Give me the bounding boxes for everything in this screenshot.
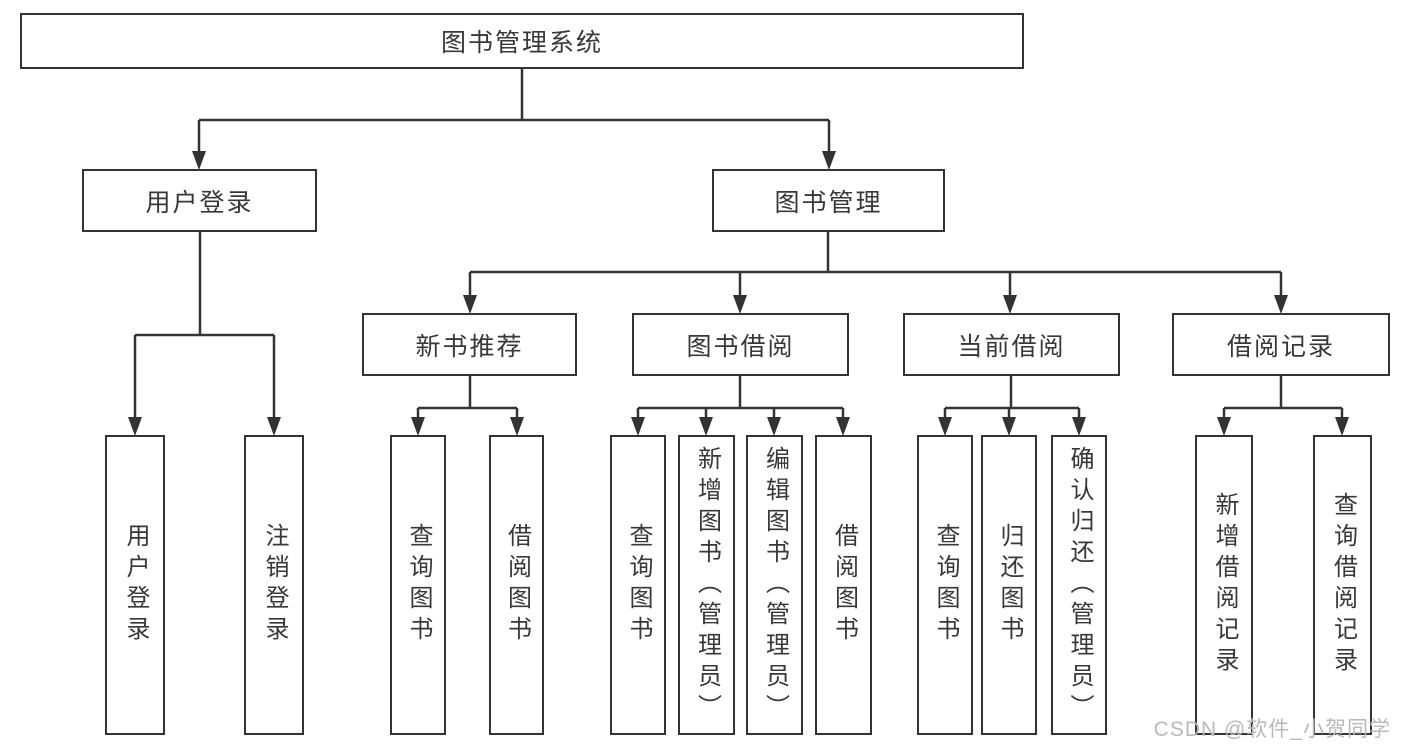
leaf-confirm-return-admin: 确认归还（管理员）: [1051, 435, 1107, 735]
node-label: 用户登录: [145, 188, 254, 217]
node-label: 新书推荐: [415, 332, 524, 361]
leaf-user-login: 用户登录: [105, 435, 165, 735]
node-user-login: 用户登录: [82, 169, 317, 232]
leaf-edit-books-admin: 编辑图书（管理员）: [746, 435, 803, 735]
branch-root-to-level2: [192, 69, 836, 170]
node-label: 编辑图书（管理员）: [761, 445, 789, 725]
csdn-watermark: CSDN @软件_小贺同学: [1153, 718, 1391, 741]
node-label: 借阅图书: [830, 523, 858, 647]
node-label: 确认归还（管理员）: [1066, 445, 1093, 725]
node-current-borrowing: 当前借阅: [903, 313, 1120, 376]
leaf-return-books: 归还图书: [981, 435, 1037, 735]
node-label: 查询借阅记录: [1329, 492, 1357, 678]
leaf-query-books-current: 查询图书: [917, 435, 973, 735]
leaf-add-books-admin: 新增图书（管理员）: [678, 435, 735, 735]
node-new-book-recommend: 新书推荐: [362, 313, 577, 376]
arrow-down-icon: [128, 417, 281, 436]
node-label: 新增图书（管理员）: [693, 445, 721, 725]
node-label: 图书管理: [774, 188, 883, 217]
arrow-down-icon: [1217, 417, 1349, 436]
leaf-query-borrow-record: 查询借阅记录: [1313, 435, 1372, 735]
node-label: 归还图书: [996, 523, 1023, 647]
node-label: 图书借阅: [686, 332, 795, 361]
arrow-down-icon: [938, 417, 1086, 436]
node-label: 借阅记录: [1226, 332, 1335, 361]
leaf-query-books-borrowing: 查询图书: [610, 435, 666, 735]
node-label: 注销登录: [261, 523, 288, 647]
branch-user-login-children: [128, 232, 281, 436]
node-label: 用户登录: [122, 523, 149, 647]
leaf-logout: 注销登录: [244, 435, 304, 735]
node-label: 当前借阅: [957, 332, 1066, 361]
leaf-borrow-books-recommend: 借阅图书: [489, 435, 544, 735]
leaf-add-borrow-record: 新增借阅记录: [1195, 435, 1253, 735]
node-book-borrowing: 图书借阅: [632, 313, 849, 376]
node-label: 图书管理系统: [440, 29, 603, 57]
leaf-query-books-recommend: 查询图书: [390, 435, 446, 735]
node-label: 新增借阅记录: [1211, 492, 1238, 678]
node-book-management: 图书管理: [712, 169, 945, 232]
node-label: 查询图书: [405, 523, 432, 647]
branch-new-book-recommend-children: [411, 376, 524, 436]
arrow-down-icon: [411, 417, 524, 436]
arrow-down-icon: [631, 417, 850, 436]
node-root-system: 图书管理系统: [20, 13, 1024, 69]
arrow-down-icon: [463, 295, 1288, 314]
branch-book-borrowing-children: [631, 376, 850, 436]
node-label: 查询图书: [932, 523, 959, 647]
leaf-borrow-books-borrowing: 借阅图书: [815, 435, 872, 735]
node-label: 借阅图书: [503, 523, 531, 647]
node-label: 查询图书: [625, 523, 652, 647]
branch-book-management-to-level3: [463, 232, 1288, 314]
branch-borrowing-records-children: [1217, 376, 1349, 436]
branch-current-borrowing-children: [938, 376, 1086, 436]
node-borrowing-records: 借阅记录: [1172, 313, 1390, 376]
arrow-down-icon: [192, 151, 836, 170]
